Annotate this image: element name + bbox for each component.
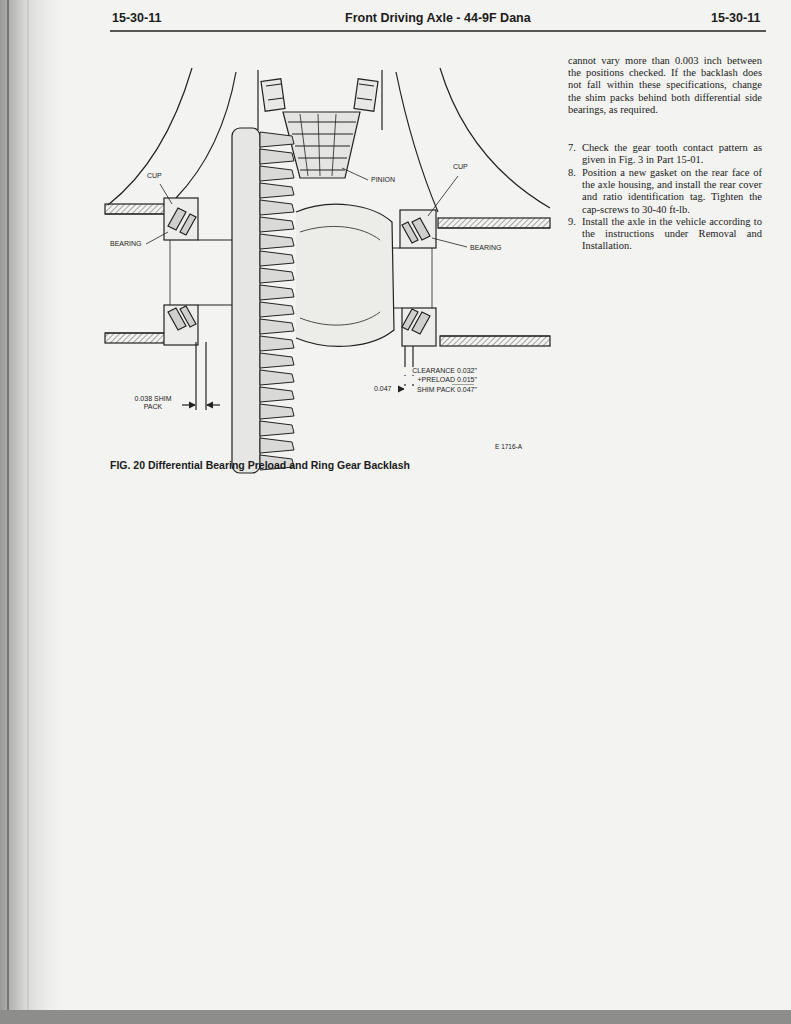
- part-label: CUP: [146, 172, 163, 180]
- step-text: Install the axle in the vehicle accordin…: [582, 216, 762, 253]
- part-label: PINION: [370, 176, 396, 184]
- dimension-label: 0.047: [373, 385, 393, 393]
- dimension-label: CLEARANCE 0.032": [404, 367, 478, 375]
- part-label: BEARING: [469, 244, 503, 252]
- page-title: Front Driving Axle - 44-9F Dana: [345, 11, 531, 25]
- step-number: 8.: [568, 167, 576, 179]
- page-number: 15-30-11: [711, 11, 760, 25]
- dimension-label: 0.038 SHIM PACK: [126, 395, 180, 411]
- step-number: 7.: [568, 142, 576, 154]
- dimension-label: +PRELOAD 0.015": [404, 376, 478, 384]
- figure-code: E 1716-A: [494, 443, 523, 450]
- dimension-label: SHIM PACK 0.047": [404, 386, 478, 394]
- part-label: BEARING: [109, 240, 143, 248]
- part-label: CUP: [452, 163, 469, 171]
- step-number: 9.: [568, 216, 576, 228]
- body-text: cannot vary more than 0.003 inch between…: [568, 55, 762, 116]
- figure-caption: FIG. 20 Differential Bearing Preload and…: [110, 459, 410, 471]
- step-text: Position a new gasket on the rear face o…: [582, 167, 762, 216]
- step-text: Check the gear tooth contact pattern as …: [582, 142, 762, 166]
- page-number: 15-30-11: [112, 11, 161, 25]
